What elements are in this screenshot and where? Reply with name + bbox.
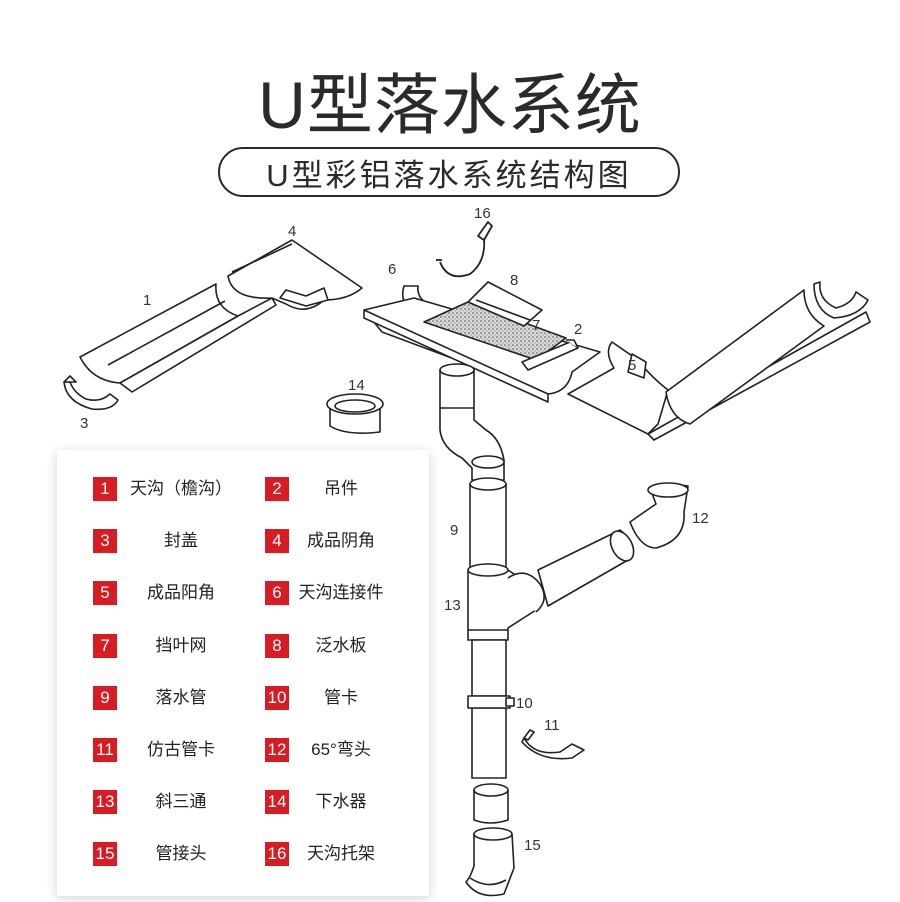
callout-13: 13 (444, 597, 461, 614)
callout-3: 3 (80, 415, 88, 432)
subtitle-pill: U型彩铝落水系统结构图 (218, 147, 680, 197)
legend-number: 13 (93, 790, 117, 815)
downpipe-upper (469, 477, 507, 571)
legend-label: 管接头 (155, 844, 207, 864)
legend-number: 12 (265, 737, 289, 762)
legend-label: 天沟托架 (307, 844, 375, 864)
legend-label: 仿古管卡 (147, 739, 215, 759)
pipe-clip (467, 695, 515, 709)
branch-tee (467, 563, 545, 641)
end-cap (63, 375, 119, 411)
callout-15: 15 (524, 837, 541, 854)
legend-item-14: 14 下水器 (265, 790, 403, 842)
callout-10: 10 (516, 695, 533, 712)
legend-item-2: 2 吊件 (265, 477, 403, 529)
legend-item-13: 13 斜三通 (93, 790, 265, 842)
gutter-right (647, 281, 871, 441)
legend-number: 1 (93, 477, 117, 501)
legend-number: 4 (265, 529, 289, 554)
downpipe-offset (439, 363, 505, 481)
legend-item-11: 11 仿古管卡 (93, 737, 265, 790)
callout-2: 2 (574, 321, 582, 338)
legend-item-10: 10 管卡 (265, 685, 403, 738)
downlet (326, 393, 384, 434)
legend-label: 管卡 (324, 687, 358, 707)
legend-number: 7 (93, 633, 117, 658)
legend-item-16: 16 天沟托架 (265, 842, 403, 894)
callout-11: 11 (544, 717, 560, 734)
legend-label: 泛水板 (315, 635, 367, 655)
callout-5: 5 (628, 357, 636, 374)
subtitle-text: U型彩铝落水系统结构图 (266, 157, 632, 193)
flashing-plate (467, 281, 543, 327)
legend-item-4: 4 成品阴角 (265, 529, 403, 581)
legend-label: 封盖 (164, 531, 198, 551)
legend-item-3: 3 封盖 (93, 529, 265, 581)
legend-number: 8 (265, 633, 289, 658)
legend-label: 落水管 (155, 687, 207, 707)
inside-corner (227, 239, 363, 310)
downpipe-shoe (465, 827, 515, 897)
callout-16: 16 (474, 205, 491, 222)
legend-label: 成品阳角 (147, 583, 215, 603)
legend-label: 成品阴角 (307, 531, 375, 551)
legend-number: 15 (93, 842, 117, 867)
legend-number: 14 (265, 790, 289, 815)
gutter-center (363, 297, 601, 403)
callout-8: 8 (510, 272, 518, 289)
legend-number: 16 (265, 842, 289, 867)
legend-item-6: 6 天沟连接件 (265, 581, 403, 633)
legend-number: 10 (265, 685, 289, 710)
legend-item-9: 9 落水管 (93, 685, 265, 738)
legend-item-15: 15 管接头 (93, 842, 265, 894)
legend-number: 6 (265, 581, 289, 606)
gutter-left (79, 283, 277, 393)
leaf-guard-mesh (423, 301, 567, 361)
page-title: U型落水系统 (258, 68, 642, 142)
legend-item-5: 5 成品阳角 (93, 581, 265, 633)
callout-1: 1 (143, 292, 151, 309)
callout-14: 14 (348, 377, 365, 394)
legend-label: 天沟（檐沟） (130, 479, 232, 498)
gutter-bracket (436, 221, 493, 278)
branch-pipe (537, 529, 635, 607)
legend-label: 挡叶网 (155, 635, 207, 655)
legend-label: 天沟连接件 (298, 583, 384, 603)
callout-9: 9 (450, 522, 458, 539)
gutter-hanger (521, 339, 579, 371)
pipe-connector (473, 783, 509, 824)
outside-corner (567, 341, 669, 435)
callout-7: 7 (532, 317, 540, 334)
legend-label: 吊件 (324, 479, 358, 498)
legend-label: 斜三通 (155, 792, 207, 812)
legend-number: 11 (93, 737, 117, 762)
legend-number: 5 (93, 581, 117, 606)
legend-number: 9 (93, 685, 117, 710)
legend-number: 3 (93, 529, 117, 554)
legend-item-12: 12 65°弯头 (265, 737, 403, 790)
legend-item-1: 1 天沟（檐沟） (93, 477, 265, 529)
callout-labels: 1 2 3 4 5 6 7 8 9 10 11 12 13 14 15 16 (80, 205, 709, 854)
downpipe-lower (471, 639, 507, 779)
legend-label: 65°弯头 (311, 739, 371, 759)
legend-label: 下水器 (315, 792, 367, 812)
callout-12: 12 (692, 510, 709, 527)
legend-item-8: 8 泛水板 (265, 633, 403, 686)
elbow-65 (629, 482, 689, 549)
callout-6: 6 (388, 261, 396, 278)
legend-number: 2 (265, 477, 289, 501)
callout-4: 4 (288, 223, 296, 240)
antique-pipe-clip (521, 729, 585, 760)
legend-item-7: 7 挡叶网 (93, 633, 265, 686)
